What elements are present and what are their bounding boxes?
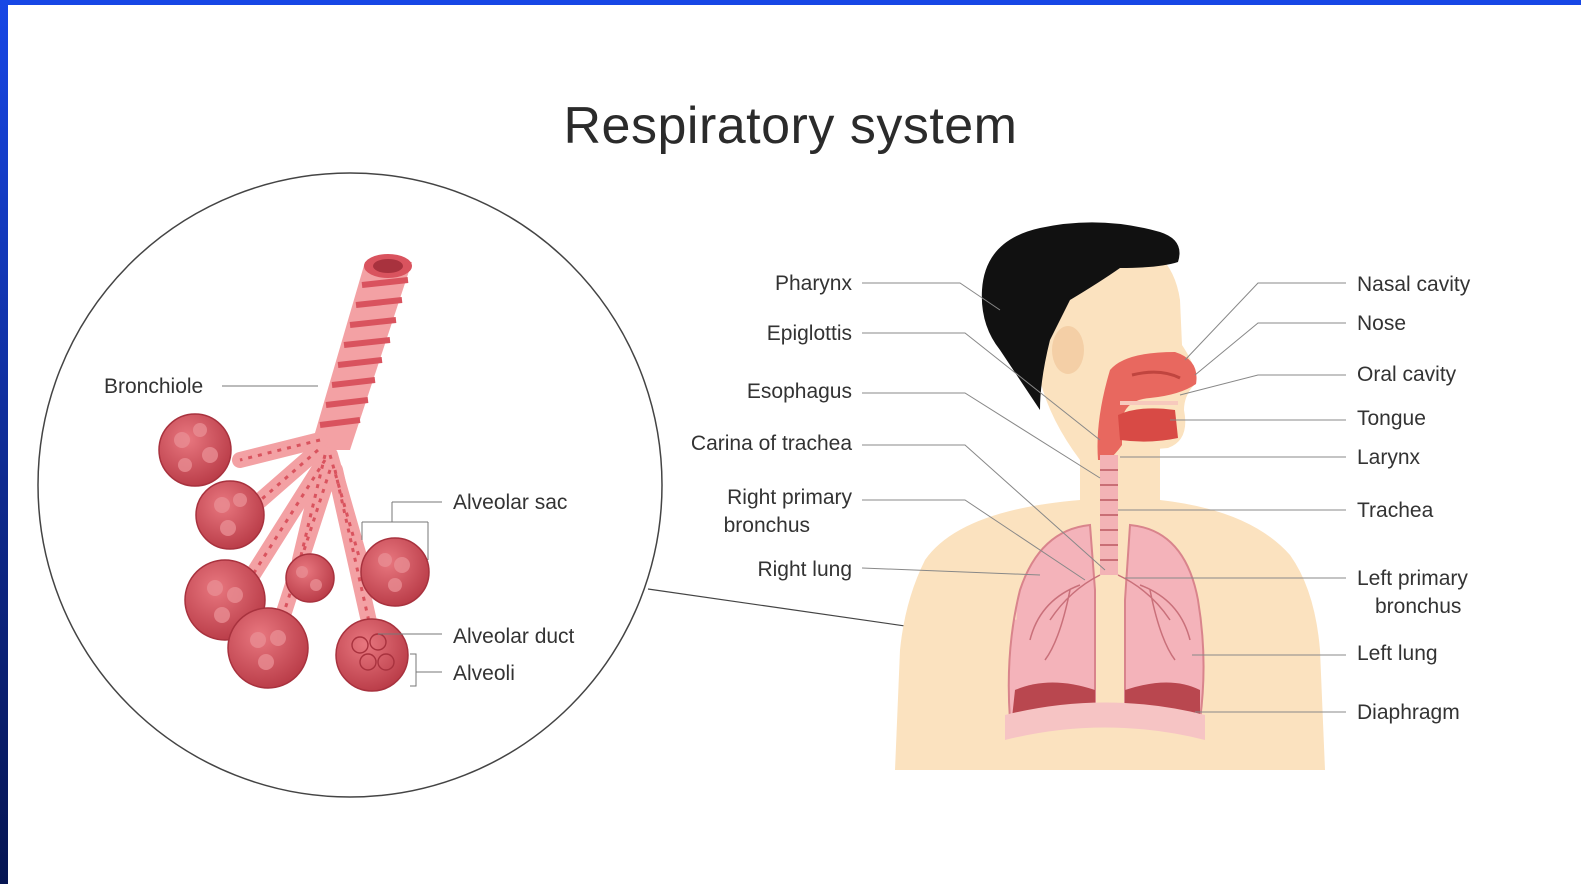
label-diaphragm: Diaphragm [1357, 701, 1460, 724]
label-tongue: Tongue [1357, 407, 1426, 430]
label-trachea: Trachea [1357, 499, 1434, 522]
human-figure [895, 222, 1325, 770]
label-left-primary-line2: bronchus [1375, 595, 1461, 618]
label-epiglottis: Epiglottis [767, 322, 852, 345]
label-alveoli: Alveoli [453, 662, 515, 685]
label-left-primary-line1: Left primary [1357, 567, 1468, 590]
label-bronchiole: Bronchiole [104, 375, 203, 398]
label-oral-cavity: Oral cavity [1357, 363, 1457, 386]
figure-labels-right: Nasal cavity Nose Oral cavity Tongue Lar… [1357, 273, 1471, 724]
label-alveolar-duct: Alveolar duct [453, 625, 575, 648]
label-nose: Nose [1357, 312, 1406, 335]
label-larynx: Larynx [1357, 446, 1421, 469]
label-left-lung: Left lung [1357, 642, 1438, 665]
label-nasal-cavity: Nasal cavity [1357, 273, 1471, 296]
label-right-primary-line1: Right primary [727, 486, 852, 509]
figure-labels-left: Pharynx Epiglottis Esophagus Carina of t… [691, 272, 853, 581]
label-esophagus: Esophagus [747, 380, 852, 403]
label-right-lung: Right lung [757, 558, 852, 581]
label-right-primary-line2: bronchus [724, 514, 810, 537]
tongue-shape [1118, 408, 1178, 441]
label-alveolar-sac: Alveolar sac [453, 491, 567, 514]
label-pharynx: Pharynx [775, 272, 853, 295]
label-carina-of-trachea: Carina of trachea [691, 432, 852, 455]
zoom-circle [38, 173, 662, 797]
